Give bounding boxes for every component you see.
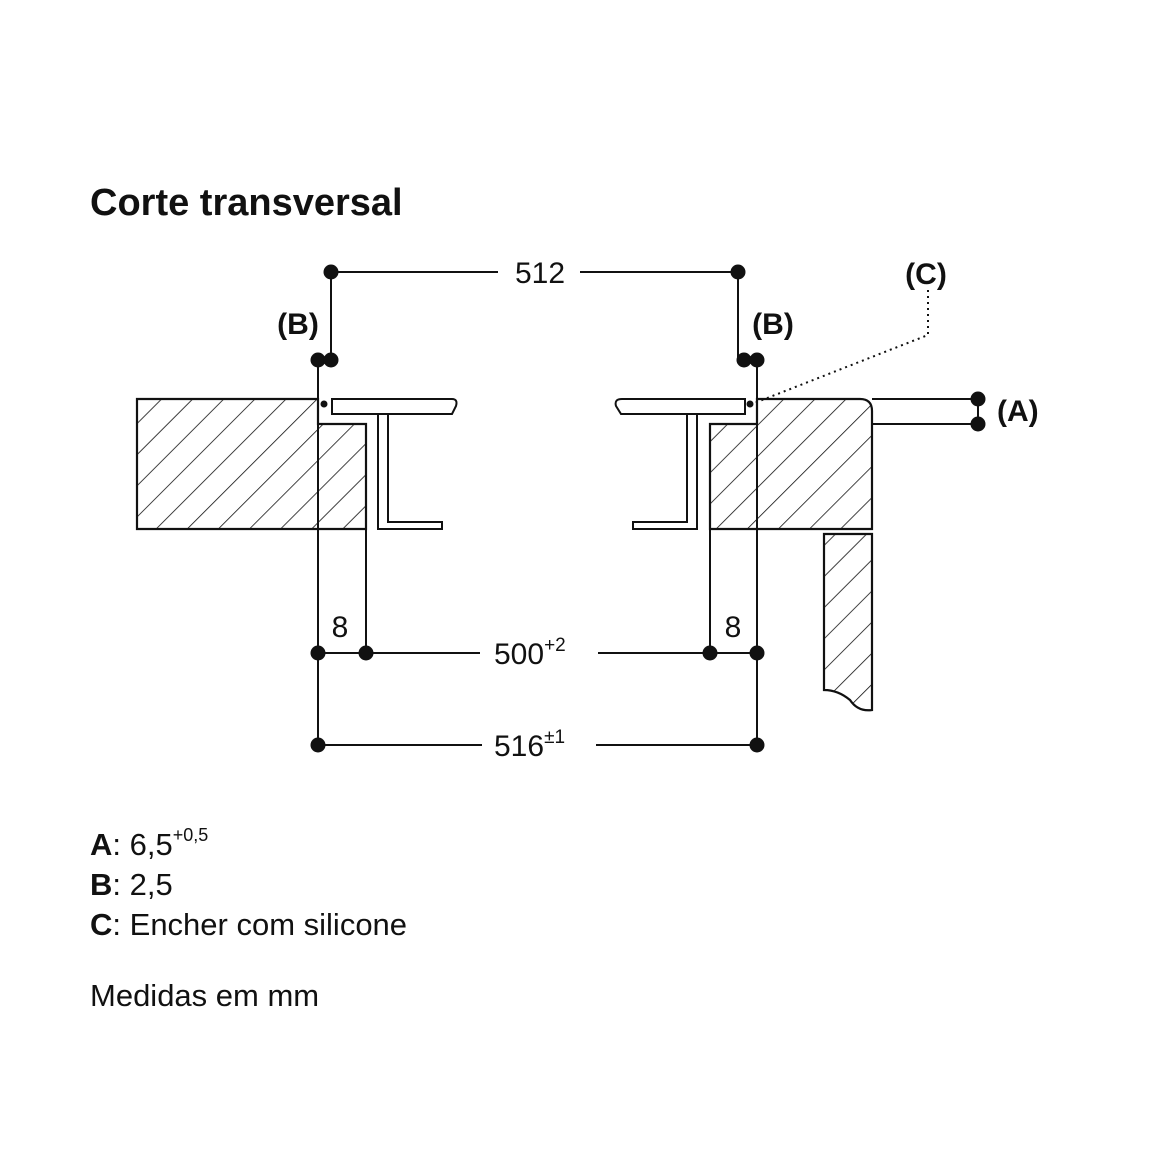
legend-value-b: 2,5 <box>129 867 173 902</box>
dim-500-label: 500+2 <box>494 635 566 671</box>
hob-glass-right <box>614 398 746 415</box>
legend-row-b: B: 2,5 <box>90 865 407 905</box>
dim-516-value: 516 <box>494 730 544 763</box>
callout-b-left: (B) <box>277 308 319 341</box>
dim-8-right-label: 8 <box>725 611 742 644</box>
drawing-title: Corte transversal <box>90 182 403 224</box>
legend: A: 6,5+0,5 B: 2,5 C: Encher com silicone <box>90 815 407 945</box>
countertop-left <box>135 397 368 531</box>
cabinet-side-panel <box>822 532 874 712</box>
legend-sep-c: : <box>112 907 122 942</box>
countertop-right <box>708 397 874 531</box>
legend-value-c: Encher com silicone <box>129 907 408 942</box>
legend-sep-b: : <box>112 867 122 902</box>
legend-key-a: A <box>90 827 113 862</box>
dim-8-left-label: 8 <box>332 611 349 644</box>
callout-b-right: (B) <box>752 308 794 341</box>
dim-516-tolerance: ±1 <box>544 727 565 748</box>
legend-tol-a: +0,5 <box>172 825 209 845</box>
dim-500-tolerance: +2 <box>544 635 566 656</box>
hob-frame-right <box>632 413 698 530</box>
units-note: Medidas em mm <box>90 978 320 1013</box>
legend-key-b: B <box>90 867 113 902</box>
joint-dot-left <box>320 400 328 408</box>
legend-row-a: A: 6,5+0,5 <box>90 815 407 865</box>
callout-c: (C) <box>905 258 947 291</box>
legend-row-c: C: Encher com silicone <box>90 905 407 945</box>
legend-sep-a: : <box>112 827 122 862</box>
callout-a: (A) <box>997 395 1039 428</box>
dimension-lines <box>317 271 979 746</box>
legend-key-c: C <box>90 907 113 942</box>
dim-516-label: 516±1 <box>494 727 565 763</box>
hob-frame-left <box>377 413 443 530</box>
joint-dot-right <box>746 400 754 408</box>
dim-512-label: 512 <box>515 257 565 290</box>
dimension-dots <box>310 264 986 753</box>
hob-glass-left <box>331 398 458 415</box>
dim-500-value: 500 <box>494 638 544 671</box>
legend-value-a: 6,5 <box>129 827 173 862</box>
